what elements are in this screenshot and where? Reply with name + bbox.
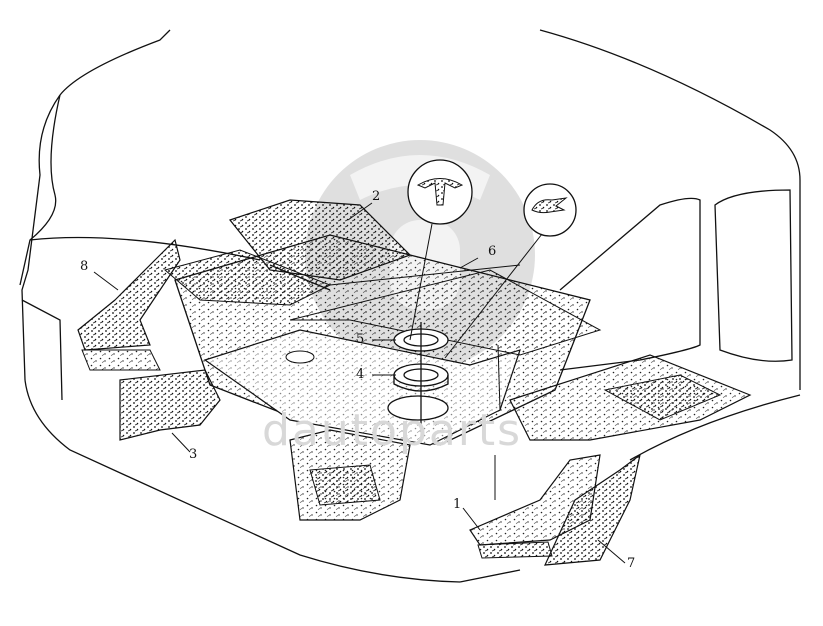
- callout-3: 3: [189, 447, 198, 462]
- watermark-text: dautoparts: [262, 405, 523, 456]
- leader-lines: [93, 202, 626, 564]
- callout-2: 2: [372, 189, 381, 204]
- detail-circle-right: [523, 183, 577, 237]
- part-3-panel: [119, 369, 221, 441]
- seal-rings: [387, 322, 449, 430]
- callout-5: 5: [356, 332, 365, 347]
- callout-6: 6: [488, 244, 497, 259]
- part-8-bracket: [77, 238, 181, 371]
- part-7-panel: [544, 453, 641, 566]
- callout-4: 4: [356, 367, 365, 382]
- right-floor-panel: [509, 354, 752, 441]
- part-2-panel: [163, 199, 412, 306]
- tunnel-panel: [289, 429, 411, 521]
- callout-1: 1: [453, 497, 462, 512]
- callout-8: 8: [80, 259, 89, 274]
- detail-circle-left: [407, 159, 473, 225]
- callout-7: 7: [627, 556, 636, 571]
